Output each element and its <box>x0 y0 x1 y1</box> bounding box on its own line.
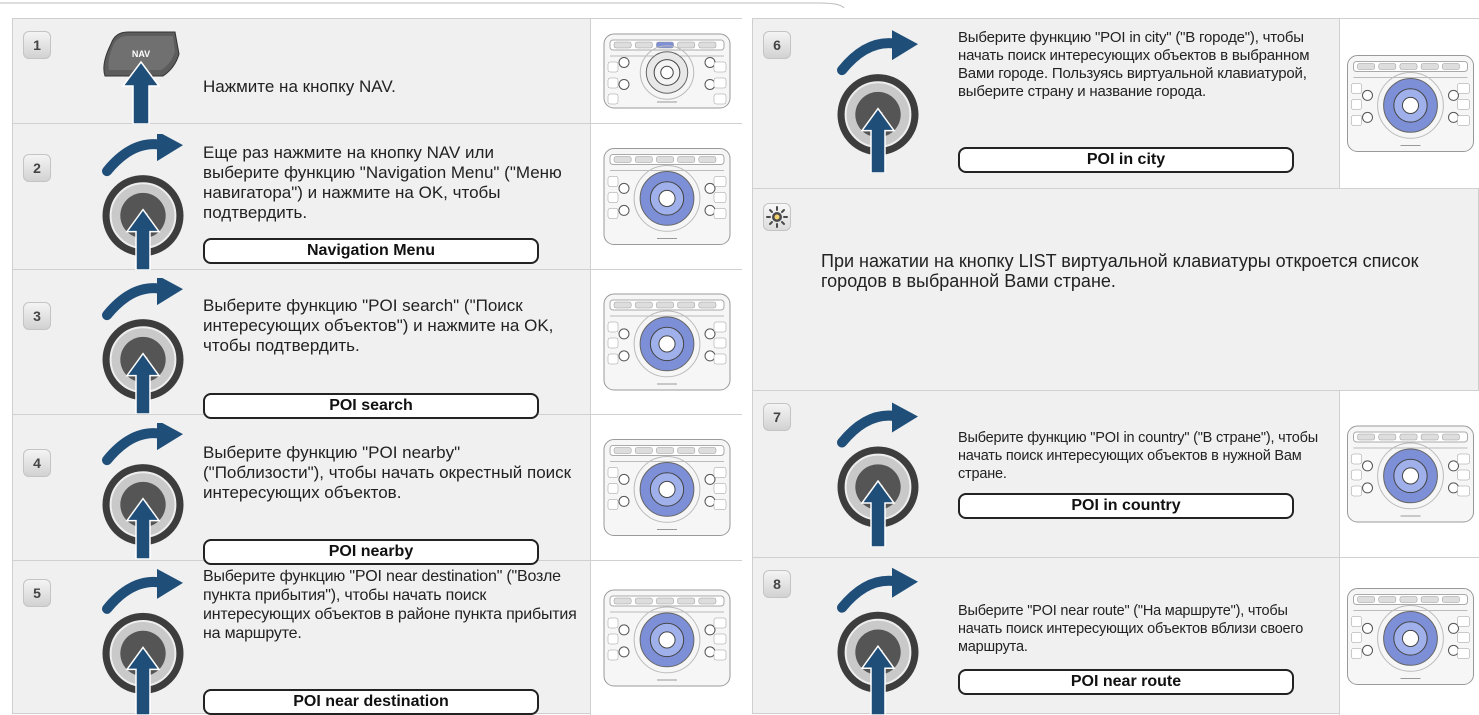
step-number: 7 <box>763 403 791 431</box>
rotary-knob-icon: OK <box>98 423 188 559</box>
step-number: 2 <box>23 154 51 182</box>
menu-label-box: POI near destination <box>203 689 539 715</box>
step-text: Выберите "POI near route" ("На маршруте"… <box>958 603 1304 655</box>
bulb-icon <box>763 203 791 231</box>
menu-label-box: POI search <box>203 393 539 419</box>
left-panel: 1 NAV Нажмите на кнопку NAV. <box>12 18 743 715</box>
rotary-knob-icon: OK <box>98 134 188 270</box>
step-row-5: 5 OK Выберите функцию "POI near destinat… <box>13 561 743 715</box>
rotary-knob-icon: OK <box>833 558 923 715</box>
step-number: 6 <box>763 31 791 59</box>
console-thumbnail <box>590 561 743 715</box>
step-text: Выберите функцию "POI near destination" … <box>203 568 577 642</box>
step-number: 4 <box>23 449 51 477</box>
step-row-1: 1 NAV Нажмите на кнопку NAV. <box>13 19 743 124</box>
step-number: 8 <box>763 570 791 598</box>
console-thumbnail <box>1339 558 1479 715</box>
tip-text: При нажатии на кнопку LIST виртуальной к… <box>821 251 1419 291</box>
rotary-knob-icon: OK <box>98 278 188 414</box>
menu-label-box: POI nearby <box>203 539 539 565</box>
console-thumbnail <box>590 124 743 269</box>
nav-key-icon: NAV <box>93 24 193 124</box>
step-text: Выберите функцию "POI nearby" ("Поблизос… <box>203 443 572 502</box>
console-thumbnail <box>590 270 743 414</box>
step-row-7: 7 OK Выберите функцию "POI in country" (… <box>753 391 1479 558</box>
step-text: Выберите функцию "POI in city" ("В город… <box>958 29 1310 100</box>
step-text: Нажмите на кнопку NAV. <box>203 77 396 96</box>
tip-row: При нажатии на кнопку LIST виртуальной к… <box>753 189 1478 391</box>
nav-key-label: NAV <box>132 49 150 59</box>
menu-label-box: POI in country <box>958 493 1294 519</box>
step-row-2: 2 OK Еще раз нажмите на кнопку NAV или в… <box>13 124 743 270</box>
right-panel: 6 OK Выберите функцию "POI in city" ("В … <box>752 18 1479 715</box>
step-row-3: 3 OK Выберите функцию "POI search" ("Пои… <box>13 270 743 419</box>
step-row-8: 8 OK Выберите "POI near route" ("На марш… <box>753 558 1479 715</box>
console-thumbnail <box>590 415 743 560</box>
step-number: 5 <box>23 579 51 607</box>
header-divider <box>0 2 845 8</box>
step-number: 3 <box>23 302 51 330</box>
step-text: Выберите функцию "POI in country" ("В ст… <box>958 430 1318 482</box>
menu-label-box: POI near route <box>958 669 1294 695</box>
step-number: 1 <box>23 31 51 59</box>
step-row-6: 6 OK Выберите функцию "POI in city" ("В … <box>753 19 1479 189</box>
rotary-knob-icon: OK <box>833 397 923 547</box>
rotary-knob-icon: OK <box>833 27 923 173</box>
menu-label-box: Navigation Menu <box>203 238 539 264</box>
rotary-knob-icon: OK <box>98 561 188 715</box>
step-text: Выберите функцию "POI search" ("Поиск ин… <box>203 296 554 355</box>
menu-label-box: POI in city <box>958 147 1294 173</box>
console-thumbnail <box>1339 19 1479 188</box>
step-row-4: 4 OK Выберите функцию "POI nearby" ("Поб… <box>13 415 743 565</box>
step-text: Еще раз нажмите на кнопку NAV или выбери… <box>203 143 562 222</box>
console-thumbnail <box>590 19 743 123</box>
console-thumbnail <box>1339 391 1479 557</box>
